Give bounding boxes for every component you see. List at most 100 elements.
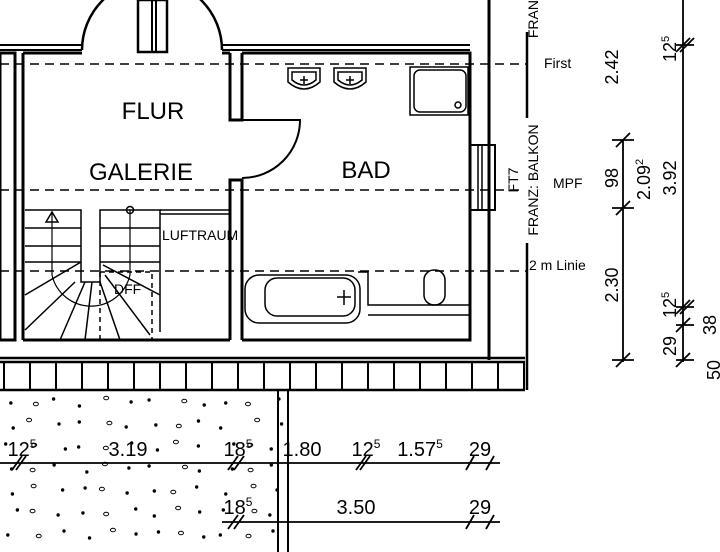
gravel-dot: [271, 529, 275, 533]
gravel-dot: [31, 442, 38, 448]
gravel-dot: [127, 466, 131, 470]
toilet: [423, 269, 446, 306]
gravel-dot: [196, 444, 201, 448]
gravel-dot: [6, 533, 10, 537]
gravel-dot: [35, 533, 42, 539]
dim-3-92: 3.92: [660, 160, 680, 195]
gravel-dot: [244, 401, 251, 407]
room-label-galerie: GALERIE: [89, 159, 193, 186]
gravel-dot: [154, 423, 158, 427]
gravel-dot: [77, 404, 82, 408]
gravel-dot: [219, 426, 223, 430]
dim-12-5-top: 125: [660, 36, 680, 62]
gravel-dot: [106, 420, 113, 426]
gravel-dot: [156, 530, 161, 534]
staircase: [24, 205, 230, 341]
dim-row2-1: 3.50: [337, 497, 376, 519]
gravel-dot: [129, 400, 133, 404]
gravel-dot: [103, 511, 110, 517]
gravel-dot: [103, 395, 110, 401]
gravel-dot: [81, 511, 85, 515]
gravel-dot: [251, 508, 258, 514]
sink-2: [333, 67, 367, 90]
gravel-dot: [247, 467, 254, 473]
gravel-dot: [51, 397, 56, 401]
gravel-dot: [181, 398, 188, 404]
gravel-dot: [279, 422, 284, 426]
gravel-dot: [172, 439, 179, 445]
gravel-dot: [250, 483, 257, 489]
gravel-hatch: [3, 395, 284, 540]
gravel-dot: [3, 442, 8, 446]
label-fran: FRAN: [525, 0, 541, 38]
dim-row1-2: 185: [224, 437, 253, 461]
dim-row2-2: 29: [469, 497, 491, 519]
gravel-dot: [175, 423, 182, 429]
door-swing: [241, 119, 302, 179]
gravel-dot: [202, 535, 206, 539]
gravel-dot: [197, 510, 202, 514]
gravel-dot: [170, 489, 177, 495]
gravel-dot: [152, 514, 157, 518]
dim-row2-0: 185: [224, 495, 253, 519]
gravel-dot: [52, 463, 56, 467]
dim-row1-0: 125: [8, 437, 37, 461]
gravel-dot: [32, 401, 39, 407]
gravel-dot: [194, 485, 199, 489]
dim-98: 98: [602, 168, 622, 188]
gravel-dot: [152, 489, 157, 493]
dim-2-09: 2.092: [634, 159, 654, 200]
level-2m-linie: 2 m Linie: [529, 257, 586, 273]
gravel-dot: [177, 530, 184, 536]
level-mpf: MPF: [553, 175, 583, 191]
gravel-dot: [10, 492, 15, 496]
gravel-dot: [76, 445, 81, 449]
shower-tray: [409, 66, 469, 116]
dim-row1-3: 1.80: [283, 439, 322, 461]
gravel-dot: [245, 533, 252, 539]
label-franz-balkon: FRANZ: BALKON: [525, 124, 541, 235]
gravel-dot: [224, 401, 228, 405]
gravel-dot: [62, 529, 66, 533]
gravel-dot: [130, 441, 134, 445]
gravel-dot: [232, 442, 236, 446]
gravel-dot: [26, 417, 33, 423]
gravel-dot: [254, 417, 261, 423]
gravel-dot: [155, 448, 160, 452]
dim-29: 29: [660, 336, 680, 356]
balcony-railing: [3, 362, 525, 390]
dim-38: 38: [700, 315, 720, 335]
gravel-dot: [98, 486, 105, 492]
gravel-dot: [134, 532, 138, 536]
gravel-dot: [85, 470, 89, 474]
gravel-dot: [269, 463, 274, 467]
dim-2-30: 2.30: [602, 267, 622, 302]
label-dff: DFF: [114, 281, 141, 297]
level-first: First: [544, 55, 571, 71]
gravel-dot: [63, 447, 68, 451]
gravel-dot: [30, 483, 37, 489]
gravel-dot: [147, 398, 151, 402]
room-label-bad: BAD: [341, 157, 390, 184]
gravel-dot: [147, 464, 151, 468]
gravel-dot: [218, 533, 223, 537]
gravel-dot: [196, 419, 201, 423]
dim-50: 50: [704, 360, 720, 380]
gravel-dot: [125, 491, 129, 495]
bath-fixtures: [244, 66, 470, 324]
gravel-dot: [124, 425, 128, 429]
gravel-dot: [60, 488, 65, 492]
dim-row1-4: 125: [352, 437, 381, 461]
gravel-dot: [102, 445, 109, 451]
gravel-dot: [87, 536, 92, 540]
gravel-dot: [134, 507, 138, 511]
gravel-dot: [268, 513, 272, 517]
dim-2-42: 2.42: [602, 49, 622, 84]
gravel-dot: [175, 505, 182, 511]
label-luftraum: LUFTRAUM: [162, 227, 238, 243]
vertical-dimensions: 2.42 98 2.30 2.092 3.92 125 125 29 38 50: [602, 36, 720, 380]
gravel-dot: [77, 420, 81, 424]
